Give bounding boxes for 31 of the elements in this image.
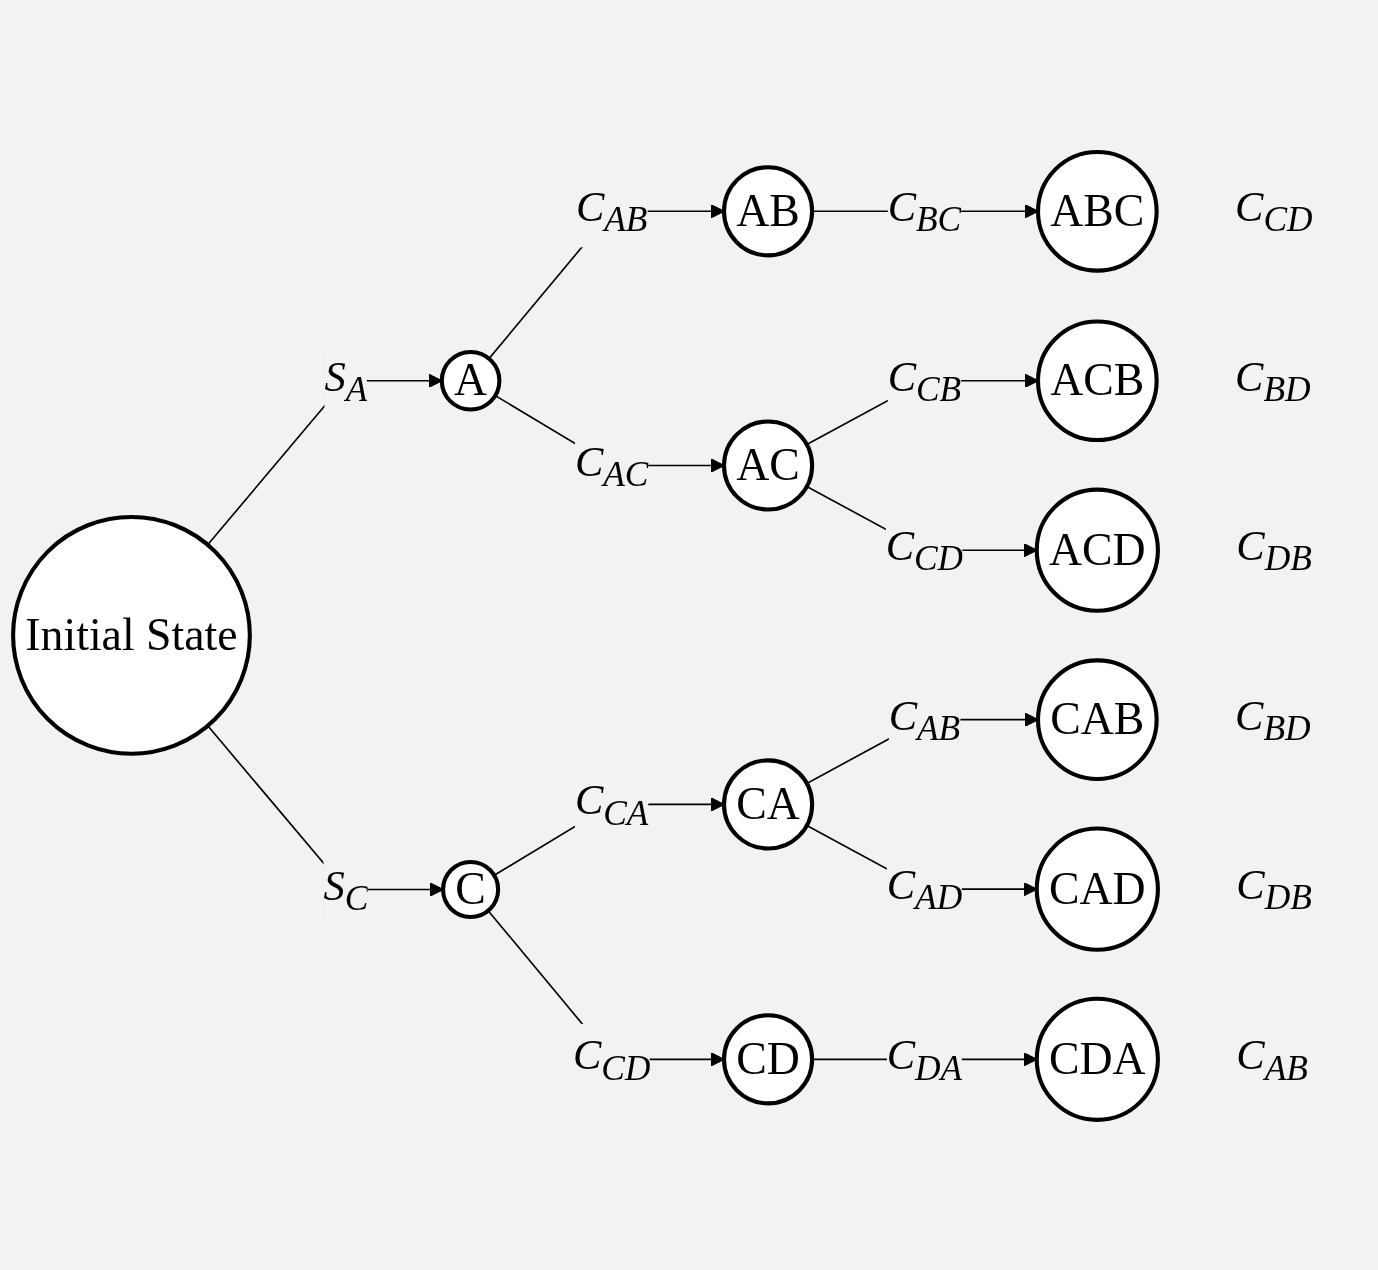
- edge-label: C$_{DA}$: [886, 1031, 963, 1088]
- node-label: C$_{CD}$: [1235, 183, 1313, 240]
- node-circle: AB: [721, 164, 815, 257]
- edge-label: C$_{BC}$: [887, 183, 962, 240]
- node-circle: CAD: [1034, 826, 1160, 952]
- node-circle: CD: [721, 1012, 815, 1105]
- edge-label: C$_{AD}$: [886, 861, 963, 917]
- node-circle: ABC: [1035, 149, 1159, 273]
- node-circle: C: [441, 859, 501, 919]
- edge-label: C$_{CD}$: [885, 522, 964, 579]
- node-label: C$_{BD}$: [1235, 352, 1311, 409]
- edge-label: C$_{AC}$: [574, 437, 649, 494]
- edge-label: C$_{CA}$: [574, 776, 649, 833]
- node-circle: CDA: [1034, 996, 1160, 1122]
- edge-label: C$_{CB}$: [887, 352, 962, 409]
- edge-label: S$_{C}$: [323, 861, 369, 918]
- node-circle: A: [439, 349, 502, 412]
- edge-label: S$_{A}$: [324, 352, 368, 409]
- edge-label: C$_{AB}$: [888, 691, 961, 748]
- node-circle: ACD: [1034, 487, 1160, 613]
- node-label: C$_{DB}$: [1236, 522, 1312, 579]
- node-circle: Initial State: [11, 514, 252, 756]
- node-circle: ACB: [1035, 318, 1159, 442]
- node-circle: CAB: [1035, 657, 1159, 781]
- node-label: C$_{AB}$: [1236, 1031, 1308, 1088]
- node-circle: AC: [721, 418, 815, 512]
- node-label: C$_{BD}$: [1235, 691, 1311, 748]
- edge-label: C$_{CD}$: [572, 1031, 651, 1088]
- edge-label: C$_{AB}$: [575, 183, 648, 240]
- node-circle: CA: [721, 757, 815, 850]
- node-label: C$_{DB}$: [1236, 861, 1312, 917]
